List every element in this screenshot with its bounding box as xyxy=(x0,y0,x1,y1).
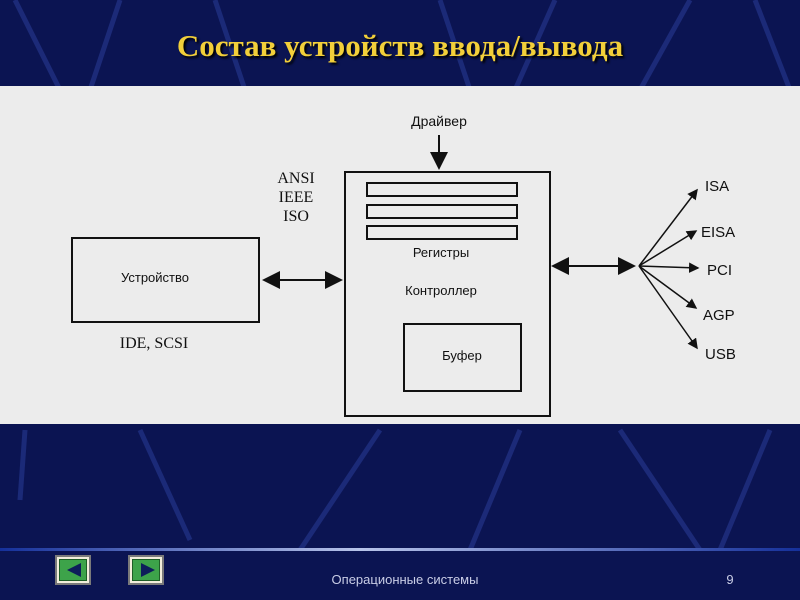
bus-isa: ISA xyxy=(705,178,729,195)
bus-line-pci xyxy=(638,262,700,273)
bus-fan xyxy=(638,188,700,350)
standard-ansi: ANSI xyxy=(277,170,314,187)
standard-iso: ISO xyxy=(283,208,309,225)
bus-agp: AGP xyxy=(703,307,735,324)
previous-slide-button[interactable] xyxy=(55,555,91,585)
buffer-box xyxy=(403,323,522,392)
register-bar xyxy=(366,204,518,219)
bus-line-agp xyxy=(638,265,698,309)
io-diagram: Драйвер ANSI IEEE ISO Регистры Контролле… xyxy=(71,113,736,417)
bus-pci: PCI xyxy=(707,262,732,279)
footer-divider xyxy=(0,548,800,551)
bus-line-isa xyxy=(638,188,698,267)
register-bar xyxy=(366,225,518,240)
register-bar xyxy=(366,182,518,197)
registers-label: Регистры xyxy=(413,245,469,260)
bus-usb: USB xyxy=(705,346,736,363)
slide-number: 9 xyxy=(726,572,734,587)
driver-label: Драйвер xyxy=(411,113,467,129)
controller-box xyxy=(344,171,551,417)
scanned-figure: Драйвер ANSI IEEE ISO Регистры Контролле… xyxy=(0,86,800,424)
bus-line-usb xyxy=(638,265,698,350)
device-label: Устройство xyxy=(121,270,189,285)
standard-ieee: IEEE xyxy=(279,189,314,206)
slide-title: Состав устройств ввода/вывода xyxy=(176,28,624,63)
bus-eisa: EISA xyxy=(701,224,735,241)
bus-line-eisa xyxy=(638,230,698,267)
device-box xyxy=(71,237,260,323)
triangle-right-icon xyxy=(141,563,155,577)
device-interfaces: IDE, SCSI xyxy=(120,335,188,352)
buffer-label: Буфер xyxy=(442,348,482,363)
controller-label: Контроллер xyxy=(405,283,477,298)
next-slide-button[interactable] xyxy=(128,555,164,585)
triangle-left-icon xyxy=(67,563,81,577)
footer-course-title: Операционные системы xyxy=(331,572,479,587)
